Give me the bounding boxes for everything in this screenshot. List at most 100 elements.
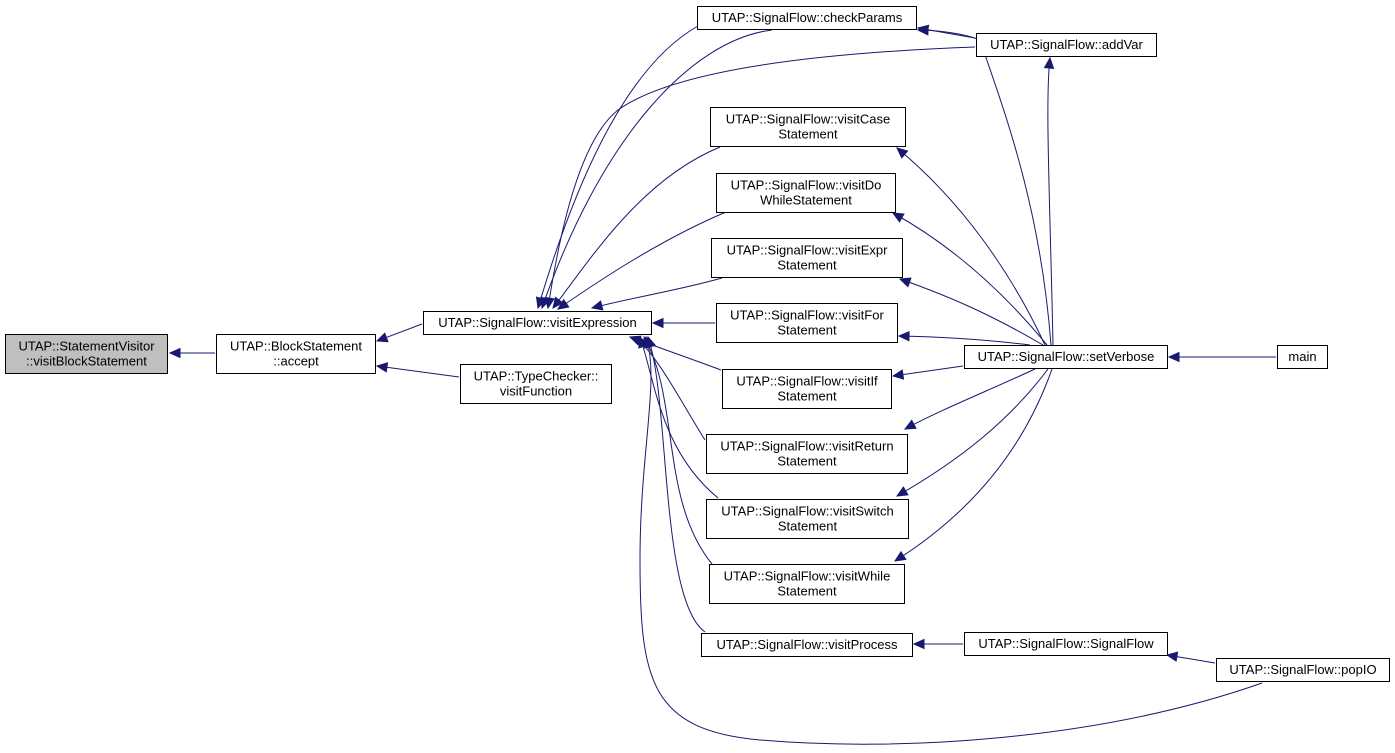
node-box[interactable]	[1277, 345, 1328, 369]
edge-setVerbose-to-visitCaseStatement	[896, 147, 1046, 346]
edge-visitFunction-to-accept	[375, 362, 460, 378]
edge-line	[557, 211, 727, 310]
node-box[interactable]	[697, 6, 917, 30]
node-label: UTAP::SignalFlow::visitProcess	[716, 637, 898, 652]
arrowhead-icon	[916, 25, 929, 36]
arrowhead-icon	[891, 369, 905, 380]
arrowhead-icon	[896, 147, 909, 159]
node-box[interactable]	[711, 238, 903, 278]
node-label: main	[1288, 349, 1316, 364]
node-label: UTAP::SignalFlow::setVerbose	[978, 349, 1155, 364]
node-box[interactable]	[722, 369, 892, 409]
edge-visitCaseStatement-to-visitExpression	[552, 146, 721, 309]
node-label: Statement	[777, 454, 837, 469]
arrowhead-icon	[903, 419, 917, 430]
edge-setVerbose-to-checkParams	[916, 25, 1052, 346]
node-label: Statement	[778, 127, 838, 142]
node-box[interactable]	[964, 632, 1168, 656]
node-box[interactable]	[964, 345, 1168, 369]
node-box[interactable]	[709, 564, 905, 604]
node-checkParams[interactable]: UTAP::SignalFlow::checkParams	[697, 6, 917, 30]
edge-line	[896, 368, 1049, 497]
edge-line	[904, 368, 1036, 430]
node-label: UTAP::SignalFlow::visitDo	[731, 178, 882, 193]
node-addVar[interactable]: UTAP::SignalFlow::addVar	[976, 33, 1157, 57]
arrowhead-icon	[1165, 651, 1179, 662]
node-label: ::visitBlockStatement	[26, 354, 147, 369]
edge-setVerbose-to-visitSwitchStatement	[895, 368, 1049, 497]
edge-checkParams-to-visitExpression	[535, 25, 699, 310]
arrowhead-icon	[590, 300, 604, 311]
node-label: Statement	[777, 584, 837, 599]
edge-line	[639, 336, 719, 499]
arrowhead-icon	[544, 296, 555, 310]
arrowhead-icon	[552, 296, 564, 309]
node-popIO[interactable]: UTAP::SignalFlow::popIO	[1216, 658, 1390, 682]
nodes-layer: UTAP::StatementVisitor::visitBlockStatem…	[5, 6, 1390, 682]
node-label: UTAP::SignalFlow::SignalFlow	[978, 636, 1154, 651]
node-visitProcess[interactable]: UTAP::SignalFlow::visitProcess	[701, 633, 913, 657]
arrowhead-icon	[168, 347, 181, 359]
arrowhead-icon	[912, 638, 925, 650]
node-label: Statement	[778, 519, 838, 534]
edge-addVar-to-visitExpression	[544, 46, 976, 310]
node-box[interactable]	[423, 311, 652, 335]
node-label: UTAP::SignalFlow::visitSwitch	[721, 504, 893, 519]
edge-line	[639, 336, 1263, 745]
edge-line	[896, 147, 1046, 346]
arrowhead-icon	[535, 296, 547, 310]
edge-line	[892, 365, 964, 377]
node-box[interactable]	[706, 499, 909, 539]
node-label: UTAP::BlockStatement	[230, 339, 362, 354]
edge-line	[899, 278, 1044, 346]
edge-setVerbose-to-visitReturnStatement	[903, 368, 1036, 430]
node-box[interactable]	[5, 334, 168, 374]
node-box[interactable]	[976, 33, 1157, 57]
edge-visitForStatement-to-visitExpression	[651, 317, 715, 329]
node-label: WhileStatement	[760, 193, 852, 208]
edge-line	[898, 335, 1031, 346]
node-box[interactable]	[460, 364, 612, 404]
node-label: Statement	[777, 323, 837, 338]
node-label: UTAP::SignalFlow::addVar	[990, 37, 1143, 52]
edge-visitDoWhileStatement-to-visitExpression	[556, 211, 727, 310]
arrowhead-icon	[651, 317, 664, 329]
node-visitBlockStatement[interactable]: UTAP::StatementVisitor::visitBlockStatem…	[5, 334, 168, 374]
edge-setVerbose-to-visitDoWhileStatement	[891, 212, 1048, 346]
arrowhead-icon	[895, 486, 909, 497]
edge-line	[635, 336, 706, 441]
node-box[interactable]	[716, 173, 896, 213]
node-visitExpression[interactable]: UTAP::SignalFlow::visitExpression	[423, 311, 652, 335]
node-SignalFlow[interactable]: UTAP::SignalFlow::SignalFlow	[964, 632, 1168, 656]
node-box[interactable]	[716, 303, 898, 343]
arrowhead-icon	[375, 362, 389, 373]
arrowhead-icon	[556, 298, 570, 310]
node-box[interactable]	[216, 334, 376, 374]
node-box[interactable]	[710, 107, 906, 147]
edge-popIO-to-visitExpression	[639, 335, 1263, 745]
edge-setVerbose-to-visitExprStatement	[898, 277, 1044, 346]
edge-line	[376, 365, 460, 378]
node-box[interactable]	[706, 434, 908, 474]
arrowhead-icon	[1167, 351, 1180, 363]
edge-line	[1047, 57, 1054, 346]
node-visitFunction[interactable]: UTAP::TypeChecker::visitFunction	[460, 364, 612, 404]
edge-visitWhileStatement-to-visitExpression	[643, 335, 713, 565]
node-label: Statement	[777, 389, 837, 404]
node-box[interactable]	[701, 633, 913, 657]
node-setVerbose[interactable]: UTAP::SignalFlow::setVerbose	[964, 345, 1168, 369]
node-accept[interactable]: UTAP::BlockStatement::accept	[216, 334, 376, 374]
node-main[interactable]: main	[1277, 345, 1328, 369]
edge-visitProcess-to-visitExpression	[645, 335, 706, 633]
node-box[interactable]	[1216, 658, 1390, 682]
edge-visitExpression-to-accept	[375, 323, 423, 343]
node-label: UTAP::StatementVisitor	[18, 339, 155, 354]
